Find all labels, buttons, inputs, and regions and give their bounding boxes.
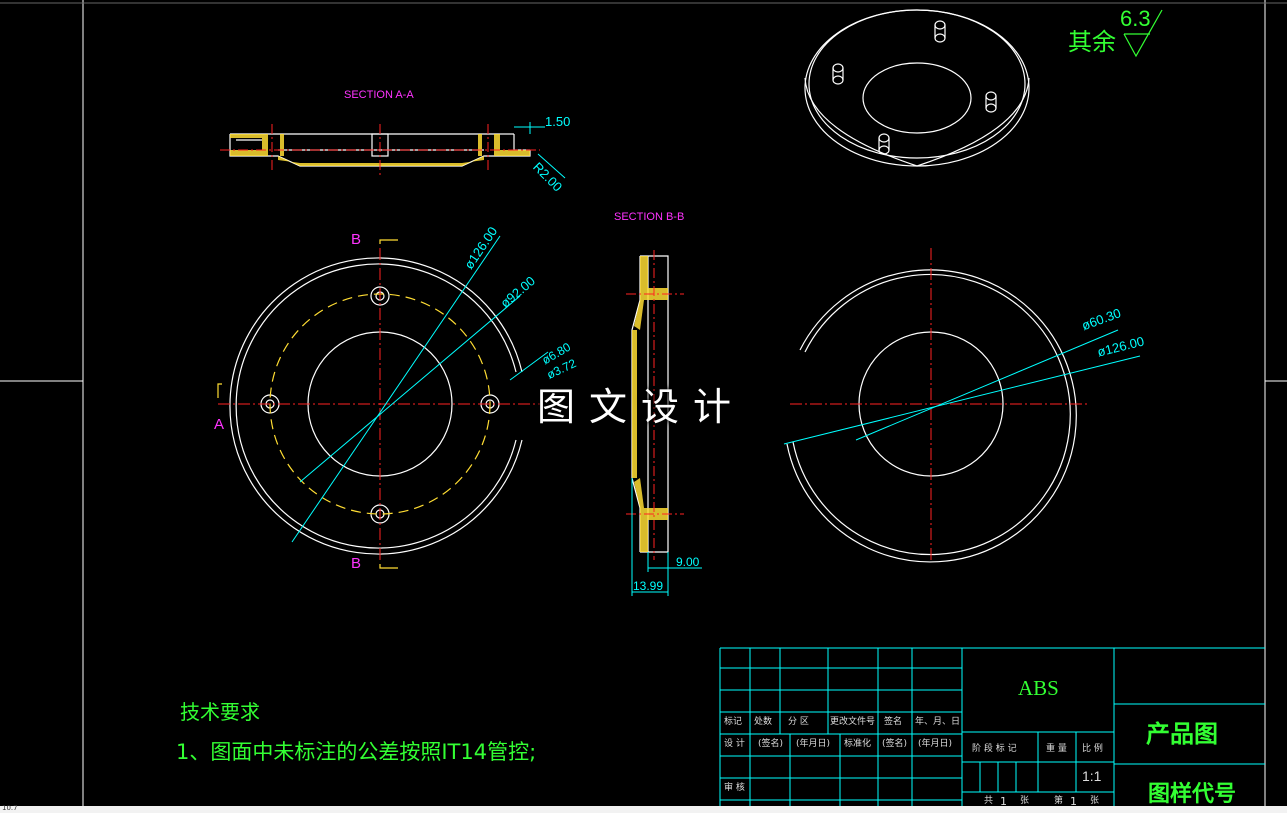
col-date: 年、月、日 [915,717,961,727]
front-view [217,235,549,569]
sheet-no: 1 [1070,795,1077,808]
standard-date: (年月日) [918,739,953,749]
iso-boss [832,63,844,85]
standard-sign: (签名) [882,739,908,749]
row-review: 审 核 [724,783,745,793]
drawing-code-label: 图样代号 [1148,782,1237,807]
sheet-total-label: 共 [984,796,994,806]
design-sign: (签名) [758,739,784,749]
watermark: 图文设计 [537,385,746,429]
sheet-unit: 张 [1020,796,1030,806]
sheet-total: 1 [1000,795,1007,808]
design-date: (年月日) [796,739,831,749]
iso-boss [934,20,946,43]
section-aa-view [220,122,566,179]
stage-mark-label: 阶 段 标 记 [972,744,1017,754]
status-bar: 10.7 [0,804,1287,813]
isometric-view [804,9,1030,167]
col-sign: 签名 [884,717,903,727]
weight-label: 重 量 [1046,744,1067,754]
scale-label: 比 例 [1082,744,1103,754]
row-design: 设 计 [724,739,745,749]
section-aa-title: SECTION A-A [344,89,414,101]
cut-label-top: B [351,231,362,248]
col-count: 处数 [754,717,773,727]
right-view [783,248,1141,563]
sheet-no-label: 第 [1054,796,1064,806]
scale-value: 1:1 [1082,768,1102,784]
iso-boss [985,91,997,113]
dim-width: 13.99 [633,579,664,593]
section-bb-view [626,250,702,596]
tech-requirements-heading: 技术要求 [180,700,260,724]
cut-label-left: A [214,416,225,433]
iso-boss [878,133,890,155]
roughness-label: 其余 [1068,28,1116,56]
col-mark: 标记 [724,717,743,727]
dim-thickness: 1.50 [545,114,571,129]
row-standard: 标准化 [844,739,872,749]
col-change-doc: 更改文件号 [830,717,876,727]
status-bar-text: 10.7 [2,804,18,812]
cut-label-bottom: B [351,555,362,572]
dim-offset: 9.00 [676,555,700,569]
cut-arrow [217,239,398,569]
col-zone: 分 区 [788,717,809,727]
product-name: 产品图 [1146,720,1218,748]
title-block [719,647,1265,806]
tech-requirement-item: 1、图面中未标注的公差按照IT14管控; [176,740,537,764]
section-bb-title: SECTION B-B [614,211,685,223]
sheet-unit-2: 张 [1090,796,1100,806]
material-label: ABS [1018,676,1059,700]
roughness-symbol [1123,9,1163,58]
roughness-value: 6.3 [1120,6,1151,31]
